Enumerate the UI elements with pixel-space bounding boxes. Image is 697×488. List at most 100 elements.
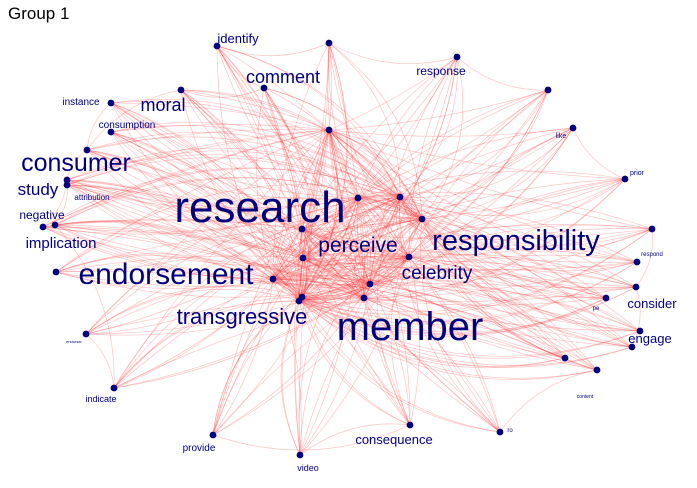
graph-edge-112 <box>263 87 311 302</box>
graph-edge-257 <box>299 197 359 456</box>
graph-edge-215 <box>110 102 371 285</box>
graph-edge-288 <box>328 127 574 137</box>
graph-edge-424 <box>302 217 423 259</box>
graph-edge-51 <box>86 128 330 151</box>
graph-edge-175 <box>421 218 637 291</box>
graph-edge-150 <box>363 56 458 299</box>
graph-edge-444 <box>357 197 638 263</box>
graph-edge-293 <box>357 170 626 199</box>
node-unlabeled-34 <box>396 193 404 201</box>
graph-edge-110 <box>263 87 410 258</box>
graph-edge-299 <box>369 178 626 285</box>
node-label-implication: implication <box>26 235 97 252</box>
graph-edge-97 <box>180 89 401 198</box>
graph-edge-277 <box>66 150 401 198</box>
graph-edge-374 <box>328 42 410 258</box>
graph-edge-249 <box>113 228 303 389</box>
node-label-identify: identify <box>217 31 259 46</box>
graph-edge-256 <box>113 300 300 389</box>
node-unlabeled-39 <box>636 327 644 335</box>
graph-edge-7 <box>357 192 401 199</box>
graph-edge-185 <box>357 197 633 348</box>
graph-edge-267 <box>295 257 304 456</box>
node-response <box>453 53 461 61</box>
graph-edge-483 <box>55 271 274 290</box>
graph-edge-139 <box>216 45 423 220</box>
graph-edge-101 <box>263 87 359 199</box>
graph-edge-339 <box>302 257 598 371</box>
graph-edge-236 <box>212 278 274 436</box>
graph-edge-98 <box>180 89 410 258</box>
graph-edge-351 <box>302 257 501 433</box>
graph-edge-111 <box>263 87 304 259</box>
graph-edge-302 <box>408 178 626 258</box>
graph-edge-11 <box>357 197 368 299</box>
graph-edge-82 <box>301 228 371 285</box>
graph-edge-188 <box>272 277 633 348</box>
graph-edge-117 <box>66 179 303 230</box>
graph-edge-481 <box>55 270 365 299</box>
graph-edge-392 <box>272 129 330 280</box>
graph-edge-383 <box>369 89 549 285</box>
graph-edge-202 <box>42 220 303 298</box>
graph-edge-195 <box>302 257 633 348</box>
graph-edge-456 <box>357 197 641 332</box>
graph-edge-197 <box>42 197 359 235</box>
graph-edge-346 <box>301 296 501 433</box>
graph-edge-364 <box>85 288 300 335</box>
node-unlabeled-36 <box>299 254 307 262</box>
graph-edge-198 <box>42 226 365 299</box>
graph-edge-138 <box>216 45 365 299</box>
graph-edge-50 <box>86 149 371 285</box>
graph-edge-252 <box>113 129 330 389</box>
graph-edge-260 <box>272 278 302 456</box>
graph-edge-54 <box>86 149 304 259</box>
graph-edge-434 <box>298 296 365 302</box>
graph-edge-501 <box>299 423 411 456</box>
graph-edge-414 <box>272 255 410 280</box>
group-title: Group 1 <box>8 4 70 23</box>
node-unlabeled-37 <box>295 297 303 305</box>
graph-edge-226 <box>110 131 303 298</box>
graph-edge-311 <box>369 228 653 285</box>
graph-edge-317 <box>357 197 607 299</box>
graph-edge-170 <box>408 256 420 426</box>
graph-edge-147 <box>216 45 304 259</box>
graph-edge-378 <box>363 89 549 299</box>
graph-edge-352 <box>298 300 501 433</box>
node-label-pe: pe <box>593 306 600 312</box>
node-comment <box>260 84 268 92</box>
node-label-response: response <box>416 64 466 78</box>
graph-edge-375 <box>302 42 330 259</box>
graph-edge-22 <box>357 197 423 220</box>
graph-edge-23 <box>363 218 423 299</box>
graph-edge-269 <box>66 184 359 210</box>
graph-edge-24 <box>272 218 423 280</box>
graph-edge-356 <box>85 278 274 335</box>
graph-edge-280 <box>66 184 300 302</box>
graph-edge-490 <box>55 255 304 273</box>
graph-edge-55 <box>86 149 300 302</box>
graph-edge-312 <box>328 129 653 230</box>
graph-edge-154 <box>301 56 458 298</box>
graph-edge-12 <box>363 218 423 299</box>
graph-edge-191 <box>369 283 633 348</box>
graph-edge-348 <box>328 129 501 433</box>
graph-edge-35 <box>272 218 423 280</box>
graph-edge-44 <box>86 149 359 200</box>
graph-edge-233 <box>212 197 359 436</box>
graph-edge-431 <box>302 256 410 265</box>
graph-edge-407 <box>328 129 401 198</box>
graph-edge-338 <box>408 256 598 371</box>
node-member <box>360 294 368 302</box>
graph-edge-457 <box>363 297 641 332</box>
graph-edge-205 <box>42 167 401 228</box>
node-unlabeled-41 <box>52 268 60 276</box>
graph-edge-6 <box>328 129 359 199</box>
graph-edge-34 <box>272 278 365 299</box>
graph-edge-26 <box>301 218 423 298</box>
graph-edge-151 <box>421 56 464 220</box>
graph-edge-94 <box>180 89 303 298</box>
graph-edge-178 <box>301 286 637 333</box>
